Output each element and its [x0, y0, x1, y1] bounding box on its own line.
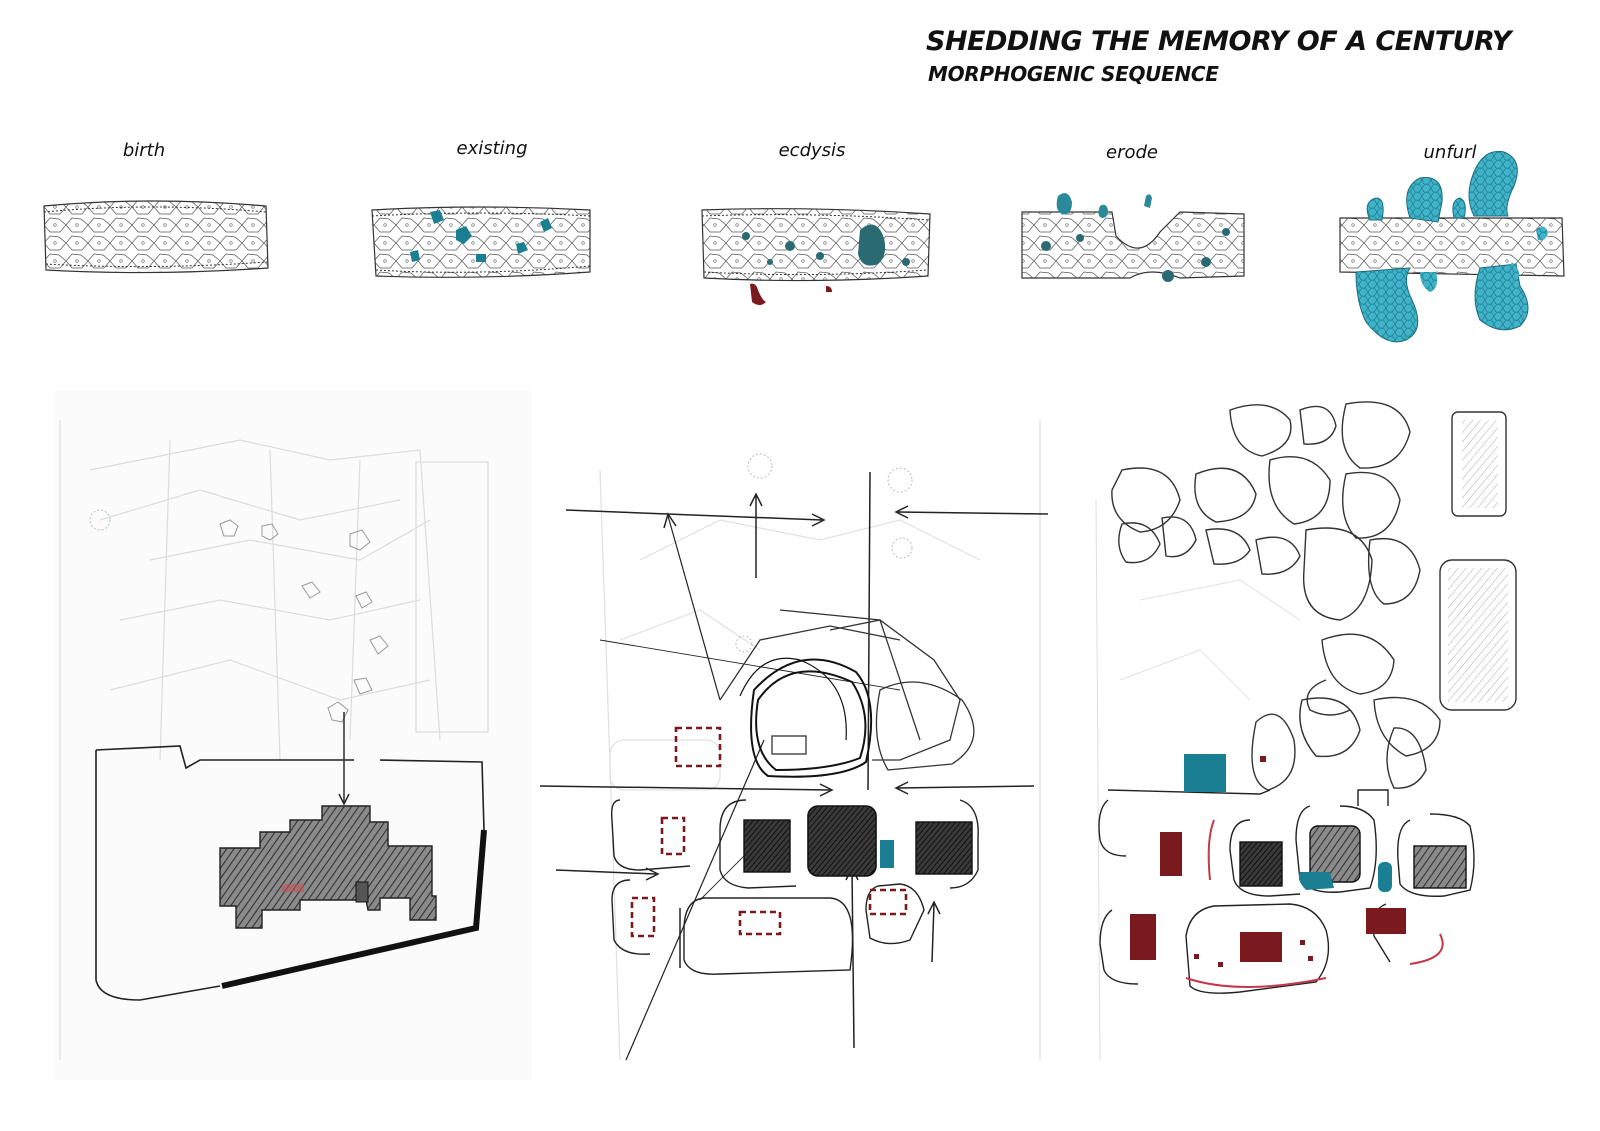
site-plan-3	[1095, 401, 1517, 1061]
tissue-strip-birth	[43, 200, 269, 274]
stage-label-ecdysis: ecdysis	[778, 140, 846, 161]
site-plan-2	[539, 420, 1049, 1061]
tissue-strip-existing	[371, 206, 591, 278]
site-plan-1	[54, 390, 532, 1080]
stage-label-unfurl: unfurl	[1423, 142, 1477, 163]
tissue-strip-unfurl	[1339, 150, 1565, 343]
stage-label-birth: birth	[122, 140, 166, 161]
stage-label-existing: existing	[456, 138, 528, 159]
tissue-strip-ecdysis	[701, 208, 931, 305]
page-title: SHEDDING THE MEMORY OF A CENTURY	[926, 26, 1511, 57]
stage-label-erode: erode	[1106, 142, 1158, 163]
page-subtitle: MORPHOGENIC SEQUENCE	[928, 62, 1219, 86]
tissue-strip-erode	[1021, 193, 1245, 282]
